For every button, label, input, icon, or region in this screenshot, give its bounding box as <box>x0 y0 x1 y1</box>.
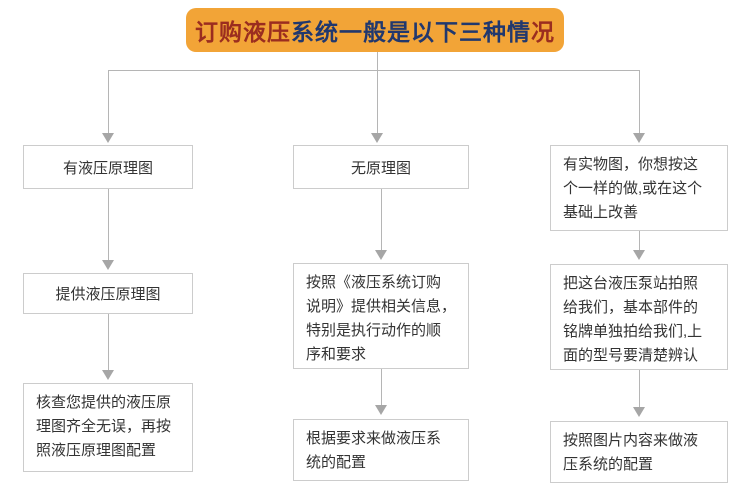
connector-line-col2-a <box>381 189 382 250</box>
connector-line-branch-3 <box>639 70 640 133</box>
flow-box-col3-step1: 有实物图，你想按这 个一样的做,或在这个 基础上改善 <box>550 145 728 231</box>
connector-line-col3-a <box>639 231 640 250</box>
arrow-down-icon <box>633 407 645 417</box>
flowchart-title-banner: 订购液压系统一般是以下三种情况 <box>186 8 564 52</box>
flow-box-col2-step3: 根据要求来做液压系 统的配置 <box>293 419 469 481</box>
connector-line-col2-b <box>381 369 382 405</box>
arrow-down-icon <box>102 370 114 380</box>
arrow-down-icon <box>633 133 645 143</box>
arrow-down-icon <box>371 133 383 143</box>
arrow-down-icon <box>102 260 114 270</box>
flow-box-text: 提供液压原理图 <box>55 286 161 303</box>
flow-box-col1-step1: 有液压原理图 <box>23 145 193 189</box>
title-segment-1: 订购液压 <box>195 19 291 45</box>
flow-box-text: 把这台液压泵站拍照 给我们，基本部件的 铭牌单独拍给我们,上 面的型号要清楚辨认 <box>563 275 703 364</box>
connector-line-branch-1 <box>108 70 109 133</box>
connector-line-branch-2 <box>377 70 378 133</box>
flow-box-col1-step2: 提供液压原理图 <box>23 273 193 314</box>
connector-line-distributor <box>108 70 640 71</box>
connector-line-col3-b <box>639 370 640 407</box>
title-segment-3: 况 <box>531 19 555 45</box>
flow-box-col2-step2: 按照《液压系统订购 说明》提供相关信息， 特别是执行动作的顺 序和要求 <box>293 263 469 369</box>
arrow-down-icon <box>375 405 387 415</box>
flow-box-col1-step3: 核查您提供的液压原 理图齐全无误，再按 照液压原理图配置 <box>23 383 193 472</box>
flow-box-text: 有液压原理图 <box>62 159 153 177</box>
flow-box-text: 无原理图 <box>350 159 411 177</box>
arrow-down-icon <box>102 133 114 143</box>
flow-box-col3-step3: 按照图片内容来做液 压系统的配置 <box>550 421 728 483</box>
flow-box-text: 按照图片内容来做液 压系统的配置 <box>563 432 699 473</box>
flow-box-col3-step2: 把这台液压泵站拍照 给我们，基本部件的 铭牌单独拍给我们,上 面的型号要清楚辨认 <box>550 264 728 370</box>
arrow-down-icon <box>375 250 387 260</box>
flow-box-col2-step1: 无原理图 <box>293 145 469 189</box>
flow-box-text: 核查您提供的液压原 理图齐全无误，再按 照液压原理图配置 <box>36 394 172 459</box>
connector-line-col1-b <box>108 314 109 370</box>
title-segment-2: 系统一般是以下三种情 <box>291 19 531 45</box>
flow-box-text: 根据要求来做液压系 统的配置 <box>306 430 442 471</box>
flow-box-text: 按照《液压系统订购 说明》提供相关信息， 特别是执行动作的顺 序和要求 <box>306 274 457 363</box>
connector-line-banner-stub <box>377 52 378 70</box>
arrow-down-icon <box>633 250 645 260</box>
connector-line-col1-a <box>108 189 109 260</box>
flow-box-text: 有实物图，你想按这 个一样的做,或在这个 基础上改善 <box>563 156 703 221</box>
